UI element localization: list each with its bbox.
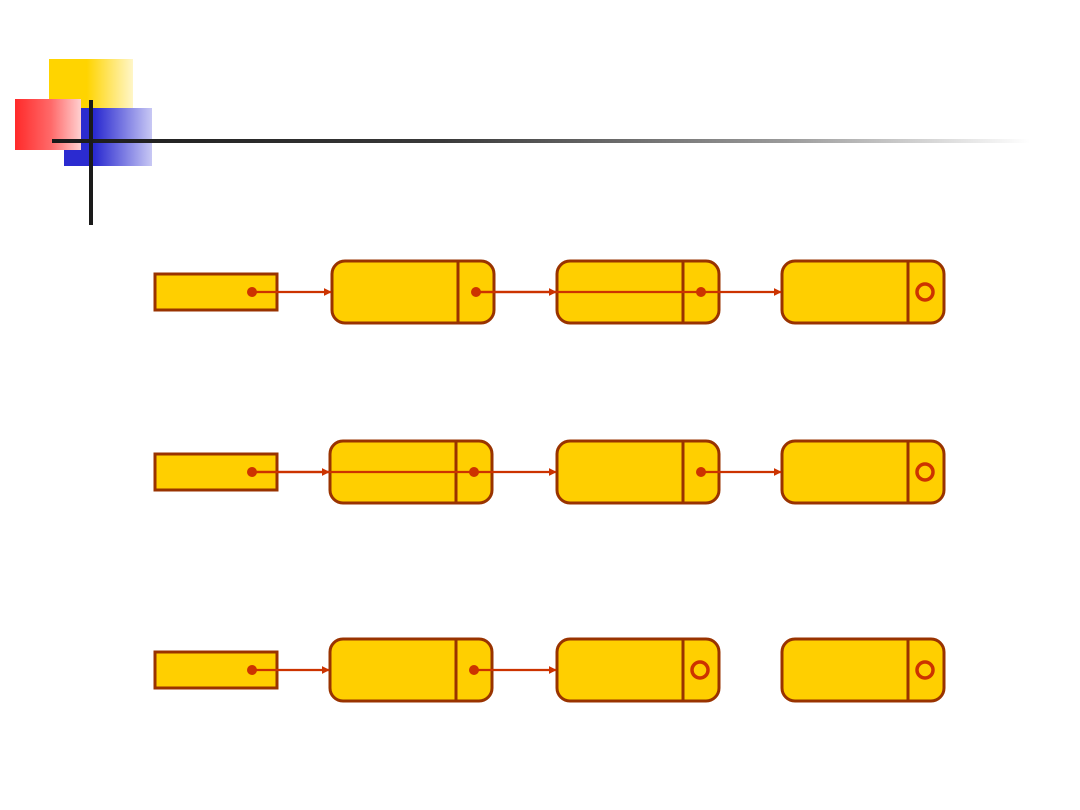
list-node-1 xyxy=(328,637,494,703)
null-pointer-ring xyxy=(915,282,935,302)
list-row-2 xyxy=(153,439,946,505)
pointer-dot xyxy=(696,467,706,477)
null-pointer-ring xyxy=(690,660,710,680)
list-row-1 xyxy=(153,259,946,325)
node-box xyxy=(555,439,721,505)
list-node-2 xyxy=(555,637,721,703)
pointer-dot xyxy=(469,665,479,675)
node-box xyxy=(780,439,946,505)
node-box xyxy=(328,637,494,703)
pointer-dot xyxy=(247,665,257,675)
list-node-2 xyxy=(555,439,721,505)
list-row-3 xyxy=(153,637,946,703)
node-box xyxy=(780,259,946,325)
null-pointer-ring xyxy=(915,462,935,482)
node-box xyxy=(780,637,946,703)
pointer-dot xyxy=(247,287,257,297)
node-box xyxy=(555,637,721,703)
decor-horizontal-rule xyxy=(52,139,1030,143)
list-node-3 xyxy=(780,637,946,703)
list-node-3 xyxy=(780,439,946,505)
list-node-1 xyxy=(330,259,496,325)
node-box xyxy=(330,259,496,325)
decor-vertical-rule xyxy=(89,100,93,225)
list-node-3 xyxy=(780,259,946,325)
null-pointer-ring xyxy=(915,660,935,680)
